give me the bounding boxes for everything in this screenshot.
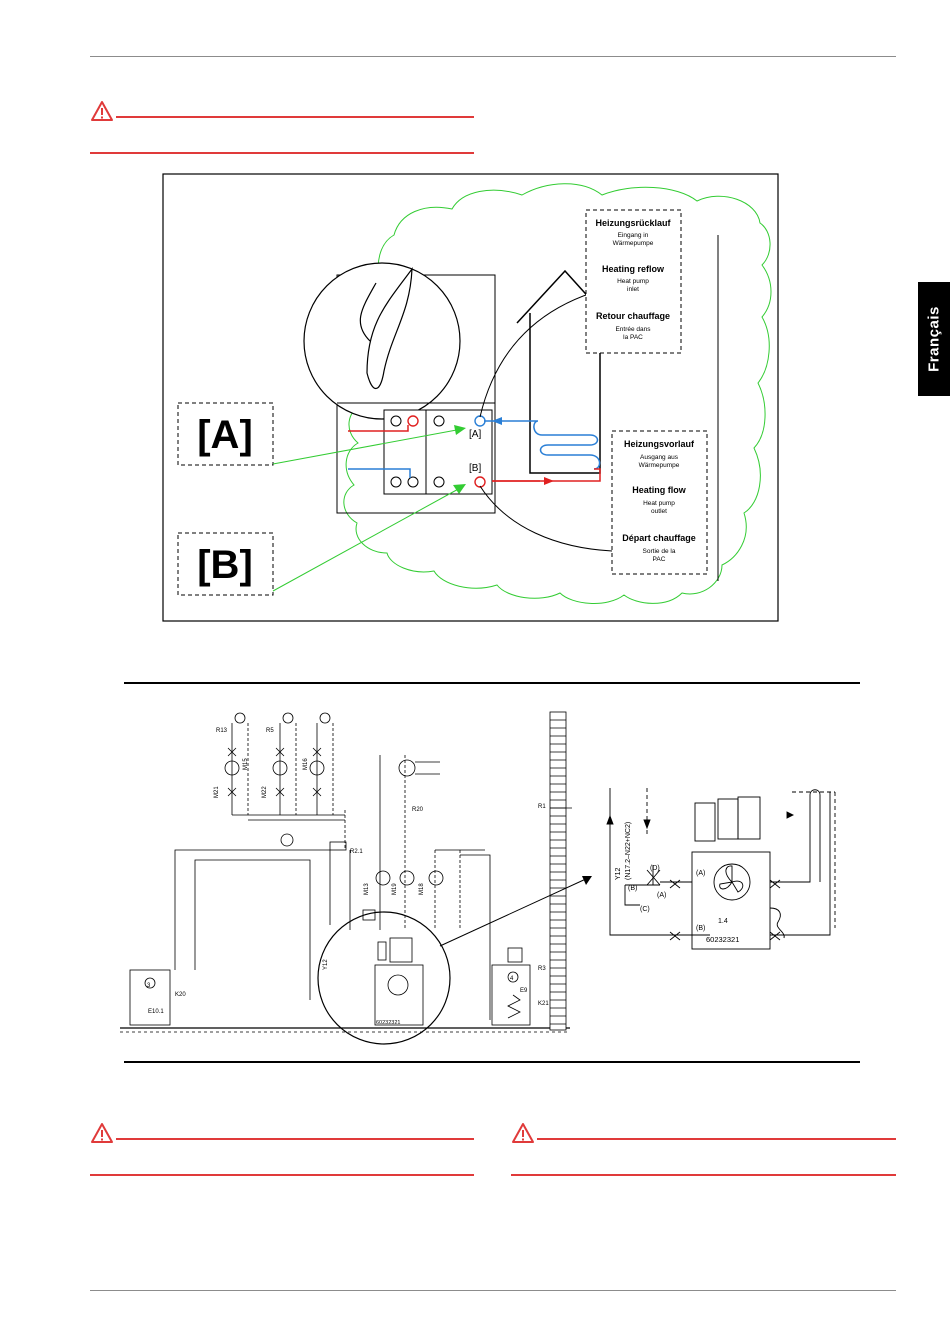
schematic-rule-top [124,682,860,684]
svg-text:Entrée dans: Entrée dans [615,326,651,333]
label-a-box [177,402,274,466]
svg-text:la PAC: la PAC [623,334,643,341]
svg-text:4: 4 [510,976,514,982]
svg-text:3: 3 [147,983,151,989]
svg-text:(A): (A) [657,892,666,899]
language-tab-label: Français [925,306,943,372]
svg-text:E10.1: E10.1 [148,1009,164,1015]
svg-text:M13: M13 [364,883,370,895]
svg-text:Wärmepumpe: Wärmepumpe [613,240,654,247]
svg-text:inlet: inlet [627,286,639,293]
svg-text:1.4: 1.4 [718,918,728,925]
svg-text:(D): (D) [650,865,660,872]
schematic-rule-bottom [124,1061,860,1063]
svg-text:M15: M15 [243,758,249,770]
svg-text:R13: R13 [216,728,228,734]
svg-text:R1: R1 [538,804,546,810]
svg-text:Heizungsvorlauf: Heizungsvorlauf [624,439,695,449]
label-a: [A] [197,413,253,457]
fan-icon [359,267,413,390]
warning-rule-top [116,1138,474,1140]
svg-text:Y12: Y12 [323,959,329,970]
svg-text:M16: M16 [303,758,309,770]
svg-text:R2.1: R2.1 [350,849,363,855]
hydraulic-schematic: R13 R5 M21 M22 M15 M16 R2.1 R20 M13 M19 … [120,711,836,1045]
footer-rule [90,1290,896,1291]
connection-figure: [A] [B] Heizungsrücklauf Eingang in Wärm… [162,173,779,622]
fan-circle [303,262,461,420]
svg-text:Wärmepumpe: Wärmepumpe [639,462,680,469]
inlet-port [474,415,486,427]
inlet-info-box [585,209,682,354]
warning-rule-bottom [90,1174,474,1176]
label-b: [B] [197,543,253,587]
svg-text:M18: M18 [419,883,425,895]
svg-text:Heating flow: Heating flow [632,485,686,495]
svg-text:outlet: outlet [651,508,667,515]
svg-text:Départ chauffage: Départ chauffage [622,533,696,543]
svg-text:Heating reflow: Heating reflow [602,264,665,274]
label-b-box [177,532,274,596]
warning-rule-top [537,1138,896,1140]
svg-text:Heizungsrücklauf: Heizungsrücklauf [595,218,671,228]
outlet-port [474,476,486,488]
svg-text:Ausgang aus: Ausgang aus [640,454,679,461]
warning-rule-bottom [511,1174,896,1176]
svg-text:K21: K21 [538,1001,549,1007]
svg-text:M22: M22 [262,786,268,798]
warning-rule-top [116,116,474,118]
marker-b: [B] [469,463,481,474]
svg-text:R5: R5 [266,728,274,734]
svg-text:Y12: Y12 [615,867,622,880]
svg-text:(B): (B) [628,885,637,892]
svg-text:PAC: PAC [653,556,666,563]
svg-text:60232321: 60232321 [706,935,739,944]
svg-text:M19: M19 [392,883,398,895]
warning-rule-bottom [90,152,474,154]
warning-icon [91,1123,113,1143]
svg-text:Retour chauffage: Retour chauffage [596,311,670,321]
warning-icon [91,101,113,121]
svg-text:(N17.2–N22+NC2): (N17.2–N22+NC2) [625,822,632,880]
header-rule [90,56,896,57]
marker-a: [A] [469,429,481,440]
svg-text:R20: R20 [412,807,424,813]
svg-text:E9: E9 [520,988,528,994]
svg-text:60232321: 60232321 [376,1020,400,1026]
svg-text:(A): (A) [696,870,705,877]
svg-text:(B): (B) [696,925,705,932]
svg-text:Heat pump: Heat pump [643,500,675,507]
svg-text:Sortie de la: Sortie de la [643,548,676,555]
svg-text:(C): (C) [640,906,650,913]
warning-icon [512,1123,534,1143]
svg-text:R3: R3 [538,966,546,972]
language-tab[interactable]: Français [918,282,950,396]
svg-text:K20: K20 [175,992,186,998]
svg-text:Heat pump: Heat pump [617,278,649,285]
detail-circle [317,911,451,1045]
svg-text:Eingang in: Eingang in [618,232,649,239]
svg-text:M21: M21 [214,786,220,798]
cloud-outline [343,183,772,604]
outlet-info-box [611,430,708,575]
